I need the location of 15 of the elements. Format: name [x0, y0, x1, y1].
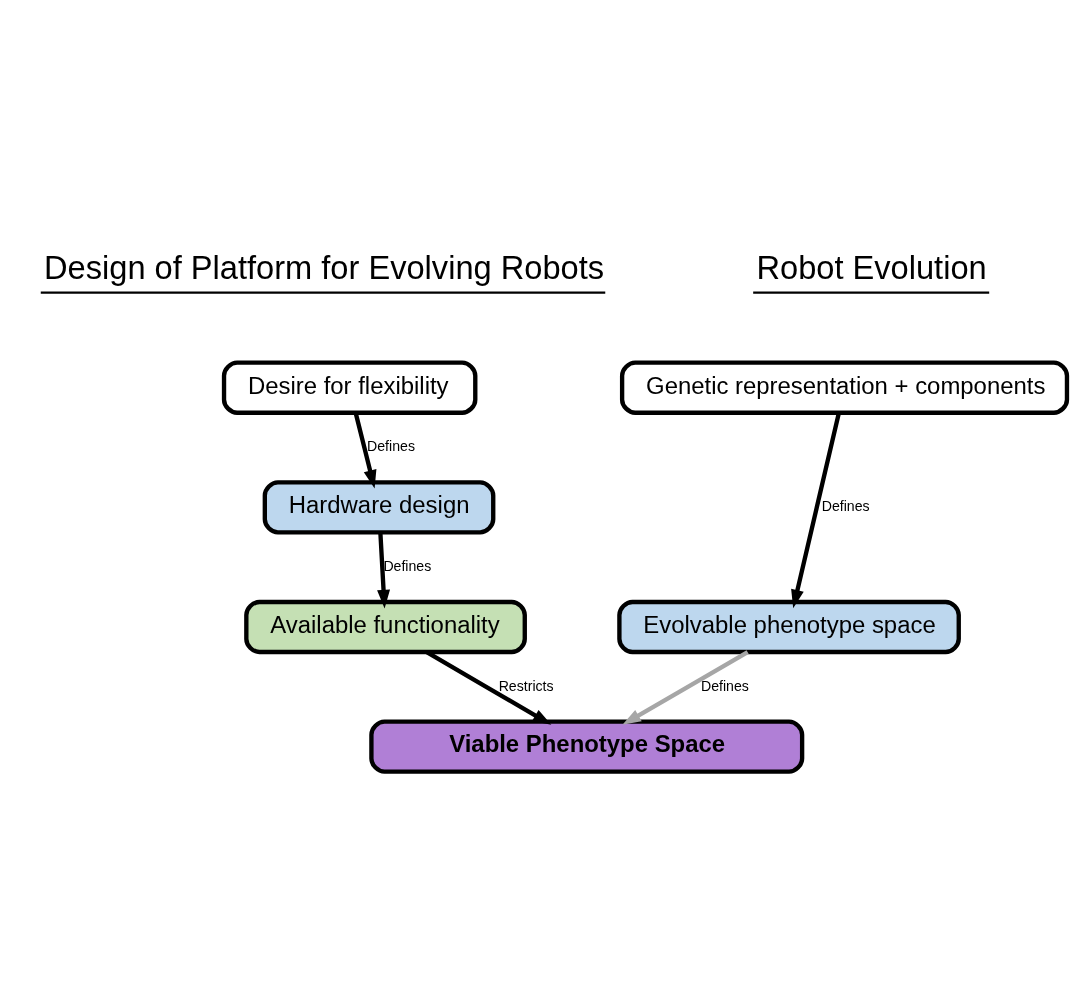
arrow	[622, 649, 749, 725]
arrow	[377, 531, 391, 608]
label: Robot Evolution	[756, 248, 987, 286]
edge-label: Defines	[700, 677, 749, 694]
node-box: Desire for flexibility	[221, 360, 478, 415]
node-box: Genetic representation + components	[619, 360, 1070, 415]
edge-label: Defines	[367, 437, 415, 454]
node-box: Evolvable phenotype space	[617, 599, 961, 654]
node-box: Viable Phenotype Space	[369, 718, 805, 774]
node-box: Available functionality	[244, 599, 527, 654]
edge-label: Restricts	[498, 677, 554, 694]
node-box: Hardware design	[262, 479, 496, 535]
edge-label: Defines	[383, 557, 432, 574]
label: Design of Platform for Evolving Robots	[44, 248, 605, 286]
edge-label: Defines	[821, 497, 870, 514]
